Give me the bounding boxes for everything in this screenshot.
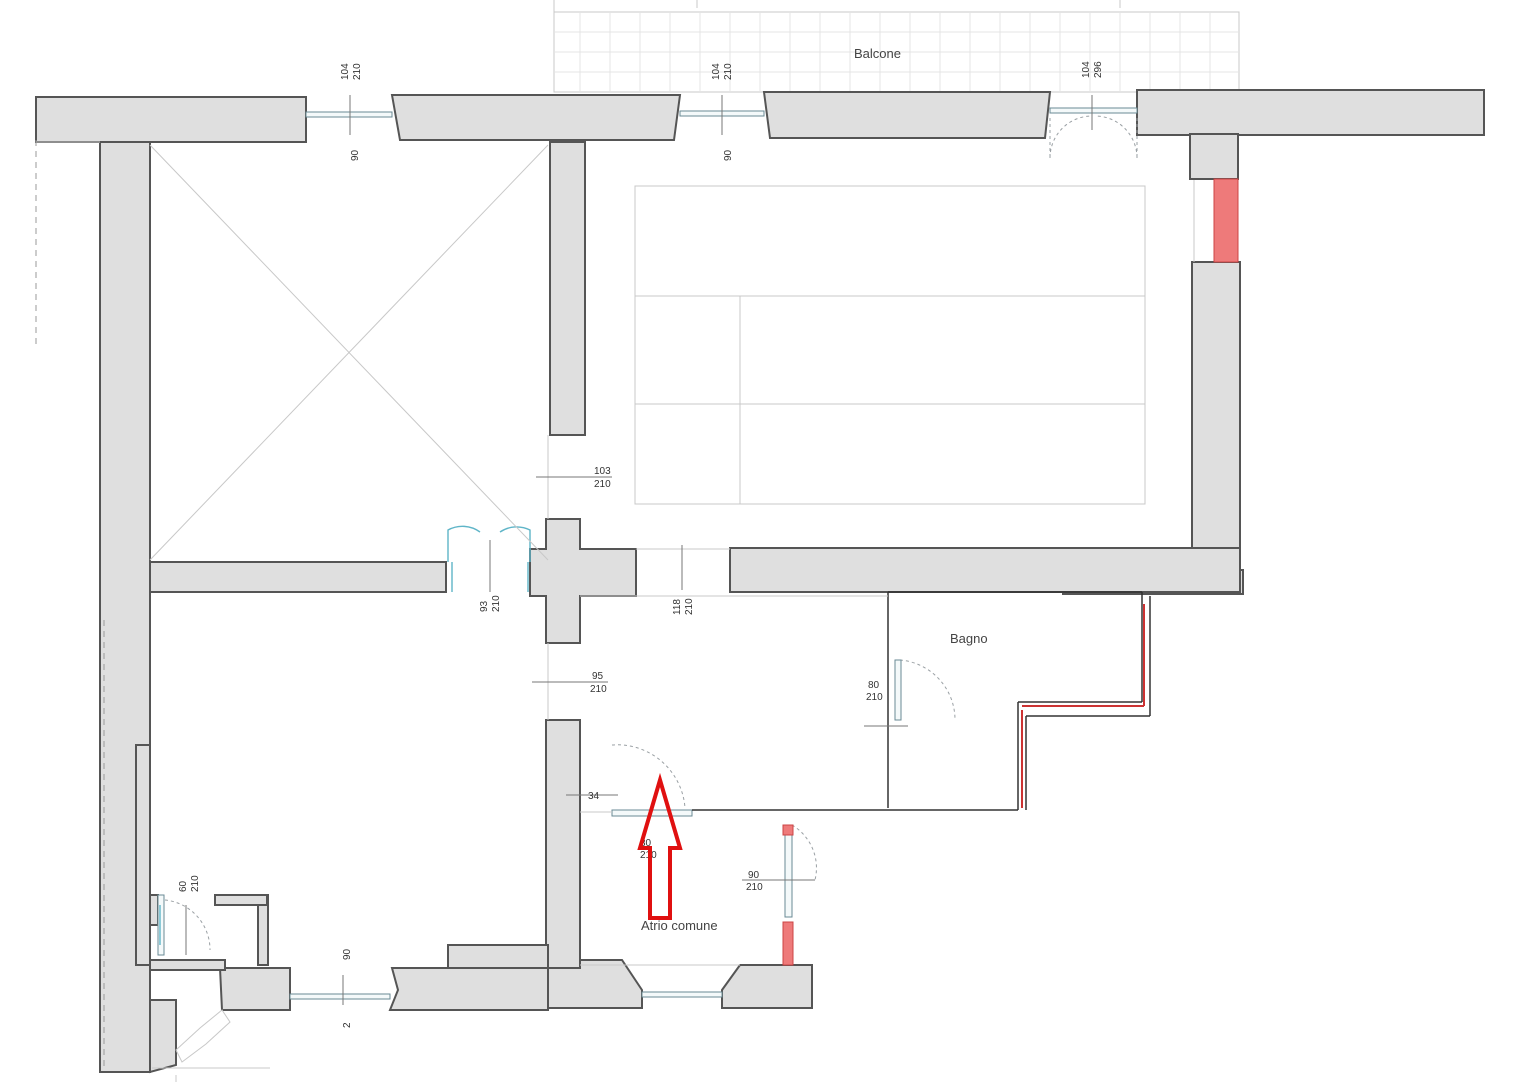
dim-80b-width: 80	[640, 838, 652, 849]
balcony: Balcone	[553, 0, 1240, 93]
dim-bottom-90: 90	[342, 948, 353, 960]
dim-103-width: 103	[594, 466, 611, 477]
dimension-lines	[185, 476, 908, 955]
red-up-arrow	[637, 772, 683, 920]
bagno-label: Bagno	[950, 631, 988, 646]
dim-w1-width: 104	[340, 63, 351, 80]
dim-90-width: 90	[748, 870, 760, 881]
dim-118-height: 210	[684, 598, 695, 615]
dim-w3-height: 296	[1093, 61, 1104, 78]
dim-95-height: 210	[590, 684, 607, 695]
exterior-walls	[35, 89, 1485, 1074]
dim-60-width: 60	[178, 880, 189, 892]
dim-w2-height: 210	[723, 63, 734, 80]
dim-bottom-2: 2	[342, 1022, 353, 1028]
dim-w2-depth: 90	[723, 149, 734, 161]
dim-w2-width: 104	[711, 63, 722, 80]
bathroom-outline	[580, 591, 1151, 813]
dim-w1-height: 210	[352, 63, 363, 80]
dim-w1-depth: 90	[350, 149, 361, 161]
dim-95-width: 95	[592, 671, 604, 682]
dim-34: 34	[588, 791, 600, 802]
dim-90-height: 210	[746, 882, 763, 893]
dim-60-height: 210	[190, 875, 201, 892]
balcone-label: Balcone	[854, 46, 901, 61]
dim-80-height: 210	[866, 692, 883, 703]
dimension-labels: 104 210 90 104 210 90 104 296 103 210 93…	[178, 61, 1104, 1028]
atrio-comune-label: Atrio comune	[641, 918, 718, 933]
demolition-marks	[782, 178, 1239, 966]
dim-103-height: 210	[594, 479, 611, 490]
furniture-hints	[35, 140, 1195, 1082]
windows	[289, 95, 1138, 1005]
dim-93-height: 210	[491, 595, 502, 612]
dim-w3-width: 104	[1081, 61, 1092, 78]
dim-118-width: 118	[672, 599, 683, 615]
dim-80-width: 80	[868, 680, 880, 691]
dim-93-width: 93	[479, 600, 490, 612]
